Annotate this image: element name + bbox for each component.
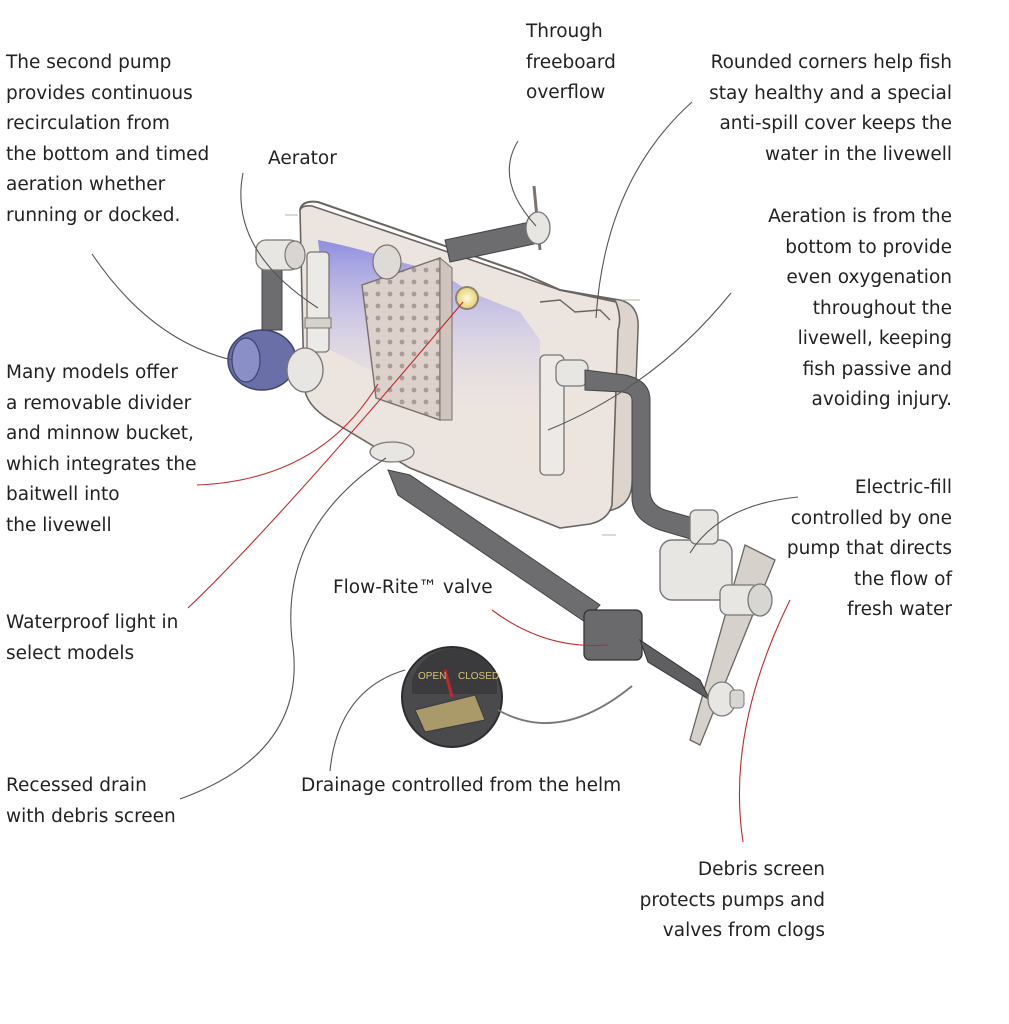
aeration-riser xyxy=(539,354,701,541)
leader-lines xyxy=(91,101,799,843)
helm-gauge: OPEN CLOSED xyxy=(401,646,633,748)
overflow-fitting xyxy=(444,185,551,263)
gauge-open-label: OPEN xyxy=(418,671,446,682)
leader-flow-rite xyxy=(491,609,609,647)
aerator xyxy=(304,251,332,353)
label-waterproof-light: Waterproof light in select models xyxy=(6,612,179,664)
label-aeration-bottom: Aeration is from the bottom to provide e… xyxy=(768,206,952,410)
leader-electric-fill xyxy=(689,496,799,554)
leader-aeration-bottom xyxy=(547,292,732,431)
leader-corners xyxy=(595,101,693,319)
gauge-closed-label: CLOSED xyxy=(458,671,499,682)
leader-drain xyxy=(179,457,387,800)
leader-second-pump xyxy=(91,253,233,361)
leader-helm xyxy=(329,669,406,772)
label-helm-drainage: Drainage controlled from the helm xyxy=(301,775,622,796)
leader-aerator xyxy=(240,172,319,309)
label-rounded-corners: Rounded corners help fish stay healthy a… xyxy=(709,52,952,165)
label-second-pump: The second pump provides continuous reci… xyxy=(6,52,210,226)
label-flow-rite-valve: Flow-Rite™ valve xyxy=(333,577,493,598)
leader-debris xyxy=(738,599,791,843)
label-recessed-drain: Recessed drain with debris screen xyxy=(6,775,176,827)
label-debris-screen: Debris screen protects pumps and valves … xyxy=(639,859,825,941)
leader-overflow xyxy=(508,140,537,227)
flow-rite-valve xyxy=(583,609,745,717)
leader-divider xyxy=(196,383,379,486)
label-aerator: Aerator xyxy=(268,148,337,169)
label-removable-divider: Many models offer a removable divider an… xyxy=(6,362,197,536)
leader-light xyxy=(187,301,464,609)
label-electric-fill: Electric-fill controlled by one pump tha… xyxy=(786,477,952,620)
label-overflow: Through freeboard overflow xyxy=(526,21,616,103)
